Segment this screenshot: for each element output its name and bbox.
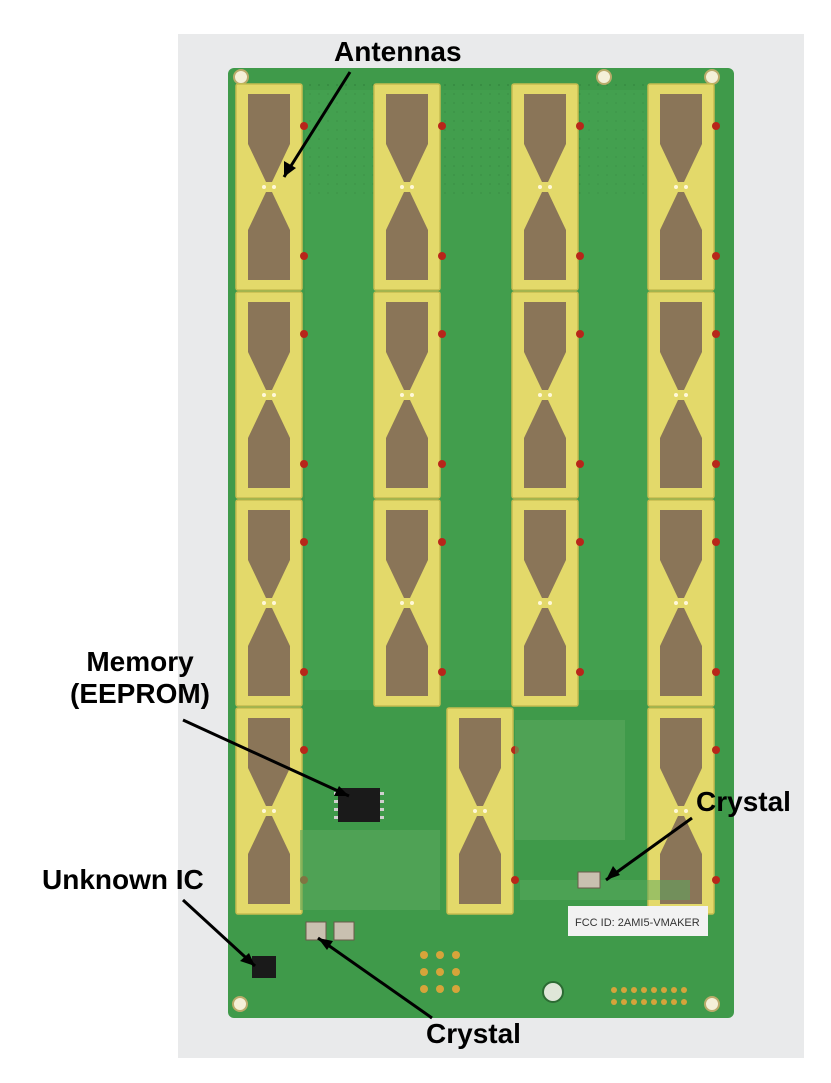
memory-label-line2: (EEPROM) xyxy=(70,678,210,709)
crystal-right-label: Crystal xyxy=(696,786,791,817)
antennas-label: Antennas xyxy=(334,36,462,67)
crystal-bottom-arrow xyxy=(317,936,433,1020)
unknown-ic-arrow xyxy=(181,898,257,968)
memory-label-line1: Memory xyxy=(86,646,194,677)
fcc-id-label: FCC ID: 2AMI5-VMAKER xyxy=(575,917,700,929)
memory-label: Memory (EEPROM) xyxy=(60,646,220,710)
crystal-bottom-part xyxy=(305,921,327,941)
unknown-ic-chip xyxy=(252,956,276,978)
antennas-arrow xyxy=(282,71,352,178)
component-area xyxy=(300,720,690,910)
unknown-ic-label: Unknown IC xyxy=(42,864,204,895)
memory-arrow xyxy=(182,718,350,798)
crystal-right-part xyxy=(577,871,601,889)
crystal-bottom-label: Crystal xyxy=(426,1018,521,1049)
crystal-right-arrow xyxy=(605,816,693,882)
